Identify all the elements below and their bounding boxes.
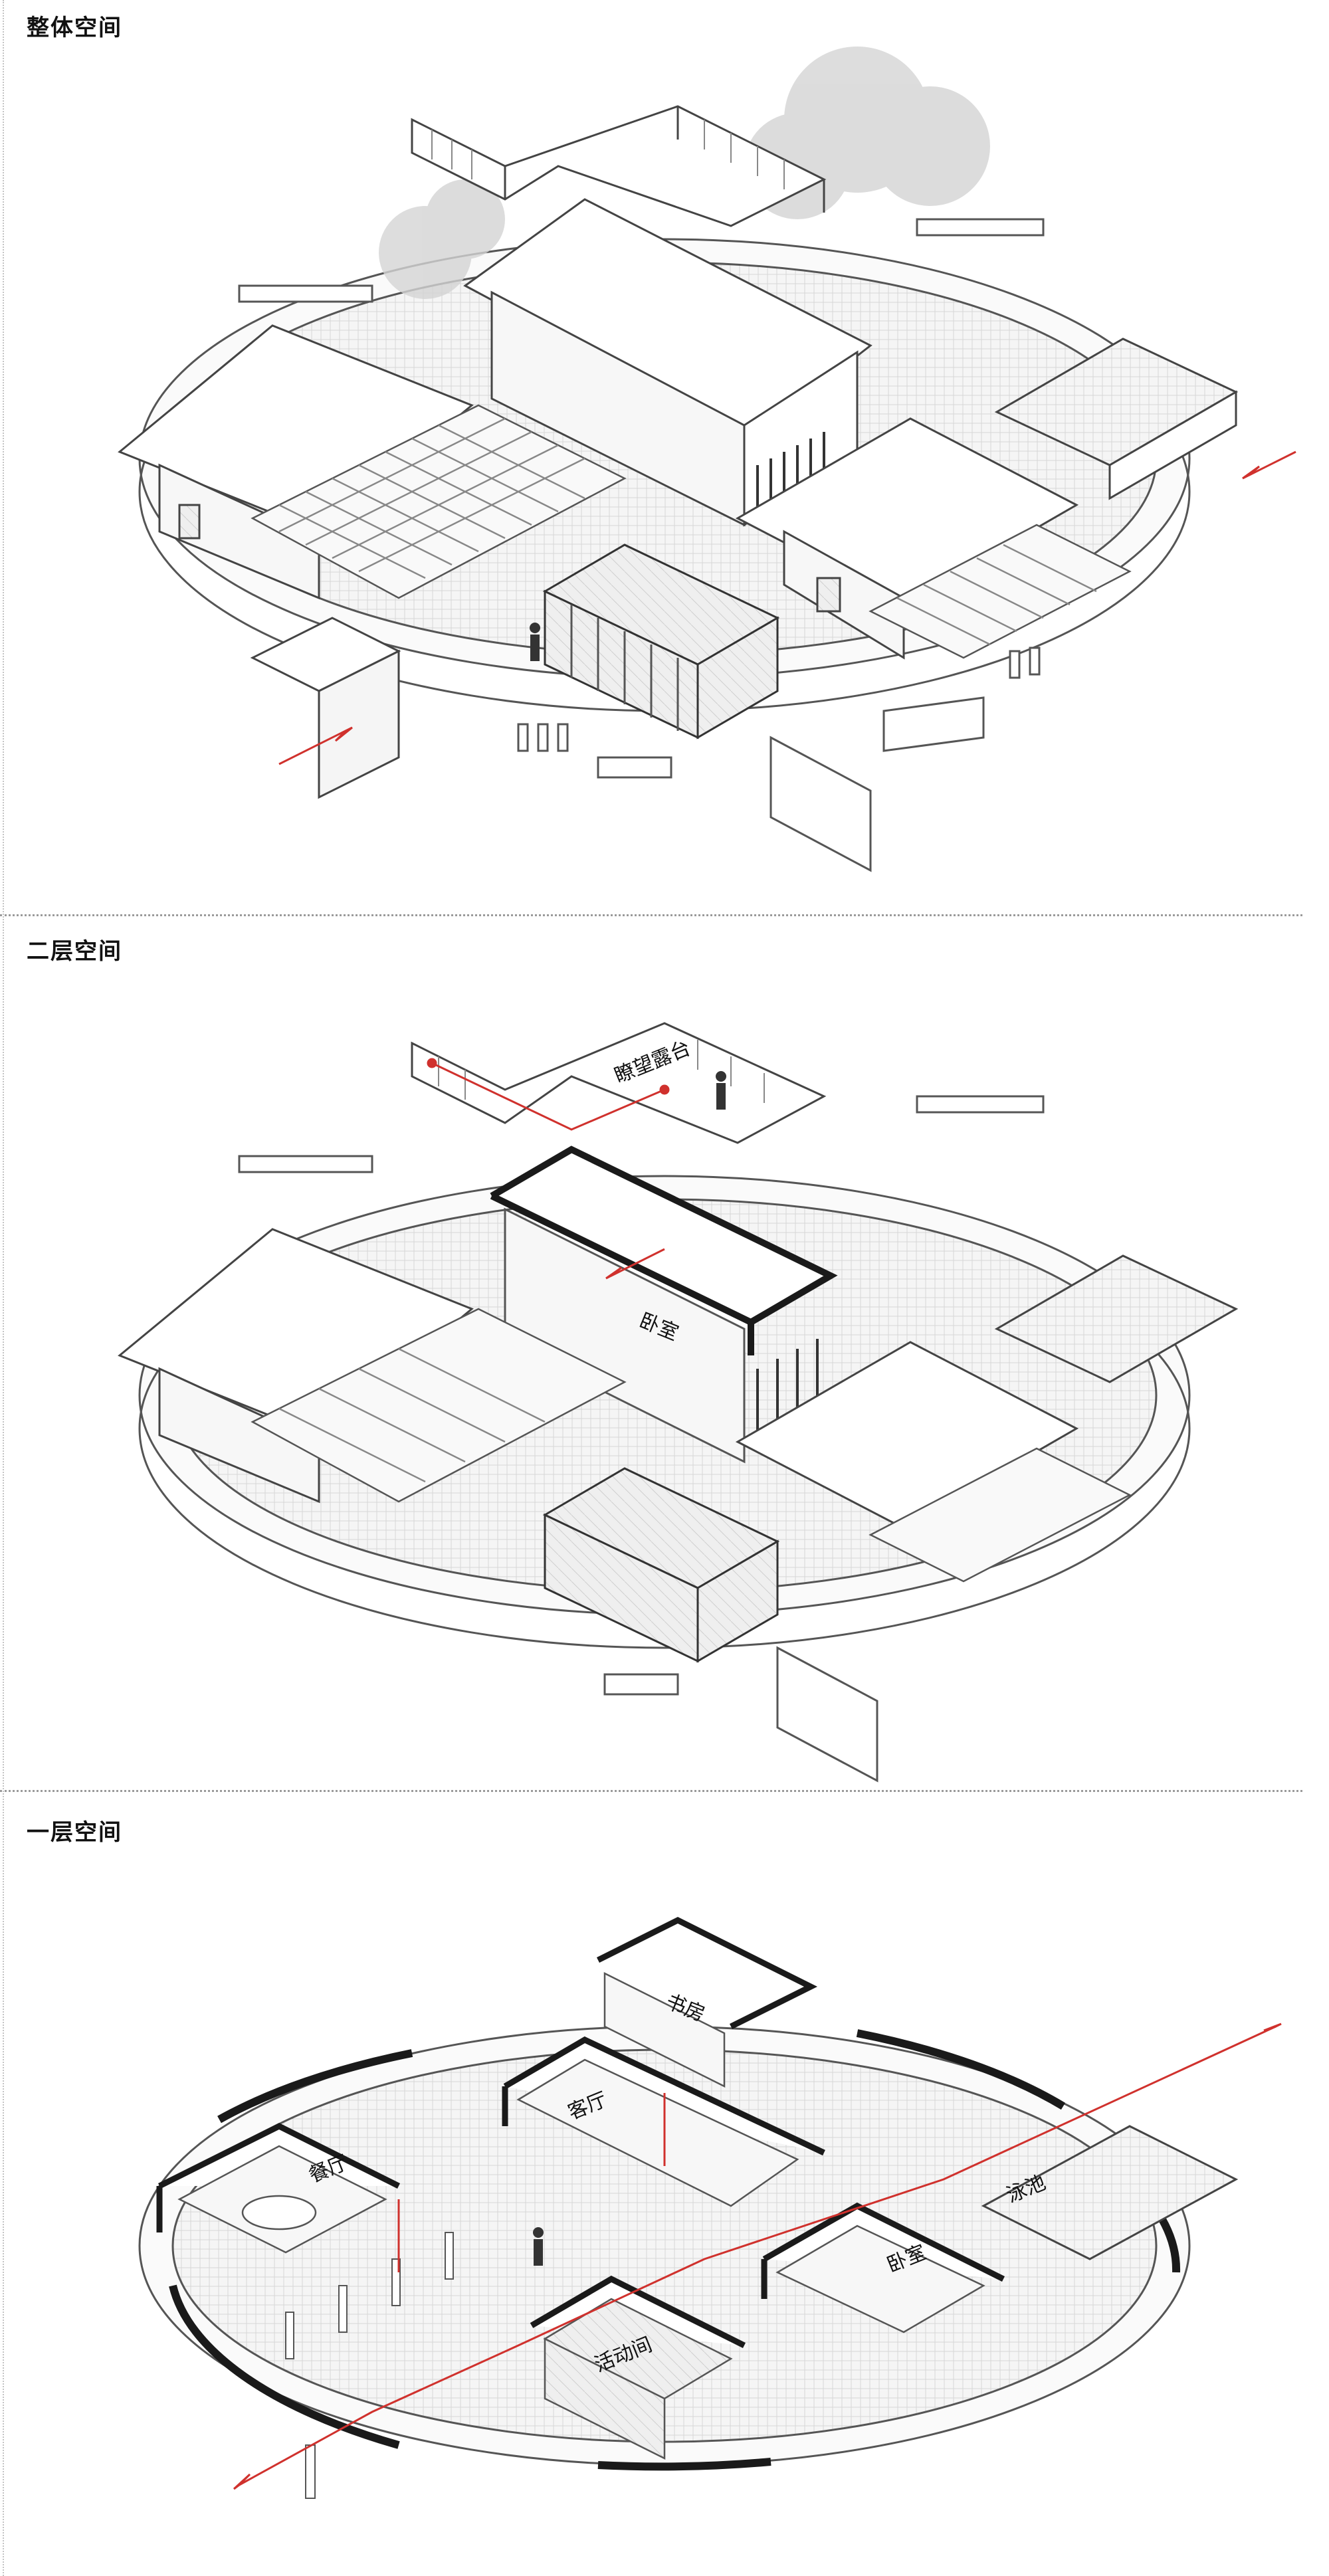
section-title-overall: 整体空间 bbox=[27, 15, 122, 41]
section-title-first: 一层空间 bbox=[27, 1819, 122, 1846]
second-floor-drawing: 瞭望露台 卧室 bbox=[118, 1022, 1239, 1783]
circulation-arrow-icon bbox=[233, 2023, 1282, 2490]
tree-icon bbox=[379, 47, 990, 299]
first-floor-drawing: 书房 餐厅 客厅 泳池 卧室 活动间 bbox=[138, 1916, 1282, 2499]
overall-space-drawing bbox=[118, 47, 1296, 872]
person-icon bbox=[533, 2227, 544, 2266]
separator-2 bbox=[0, 1790, 1302, 1792]
left-dotted-border bbox=[3, 0, 4, 2576]
section-title-second: 二层空间 bbox=[27, 938, 122, 965]
circulation-arrow-icon bbox=[278, 450, 1296, 765]
circulation-arrow-icon bbox=[427, 1058, 670, 1280]
person-icon bbox=[530, 623, 540, 661]
person-icon bbox=[716, 1071, 726, 1110]
separator-1 bbox=[0, 914, 1302, 916]
